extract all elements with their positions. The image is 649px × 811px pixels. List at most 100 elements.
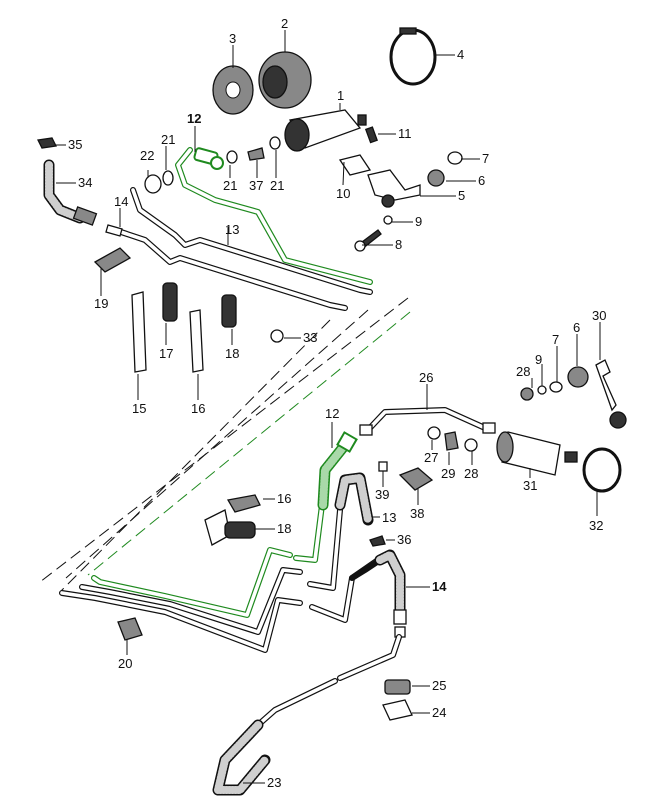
upper-pipes (112, 147, 373, 311)
part-label-28-top[interactable]: 28 (516, 364, 530, 379)
grommet-6-top (567, 366, 589, 388)
hose-34 (37, 137, 98, 226)
nut-28-top (520, 387, 534, 401)
part-label-35[interactable]: 35 (68, 137, 82, 152)
part-label-28-lower[interactable]: 28 (464, 466, 478, 481)
part-label-38[interactable]: 38 (410, 506, 424, 521)
spacer-7 (447, 151, 463, 165)
part-label-20[interactable]: 20 (118, 656, 132, 671)
bracket-5 (367, 169, 421, 201)
part-label-32[interactable]: 32 (589, 518, 603, 533)
grommet-lower (381, 194, 395, 208)
part-label-2[interactable]: 2 (281, 16, 288, 31)
part-label-30[interactable]: 30 (592, 308, 606, 323)
washer-9 (383, 215, 393, 225)
part-label-21-left[interactable]: 21 (161, 132, 175, 147)
clip-18-lower (224, 521, 256, 539)
part-label-17[interactable]: 17 (159, 346, 173, 361)
dashed-connector-3 (59, 319, 331, 593)
part-label-16-lower[interactable]: 16 (277, 491, 291, 506)
spacer-7-top (549, 381, 563, 393)
washer-21c (269, 136, 281, 150)
part-label-5[interactable]: 5 (458, 188, 465, 203)
part-label-26[interactable]: 26 (419, 370, 433, 385)
part-label-31[interactable]: 31 (523, 478, 537, 493)
nut-39 (378, 461, 388, 472)
part-label-12-upper[interactable]: 12 (187, 111, 201, 126)
part-label-13-lower[interactable]: 13 (382, 510, 396, 525)
part-label-37[interactable]: 37 (249, 178, 263, 193)
fuel-line-bundle (39, 297, 411, 653)
part-label-7[interactable]: 7 (482, 151, 489, 166)
dashed-connector-2 (65, 309, 369, 579)
clip-15 (131, 291, 147, 373)
part-label-29[interactable]: 29 (441, 466, 455, 481)
part-label-23[interactable]: 23 (267, 775, 281, 790)
clip-35 (37, 137, 57, 149)
nut-27 (427, 426, 441, 440)
filter-mount-parts (520, 359, 627, 429)
cap-22 (144, 174, 162, 194)
part-label-33[interactable]: 33 (303, 330, 317, 345)
part-label-18-lower[interactable]: 18 (277, 521, 291, 536)
part-label-19[interactable]: 19 (94, 296, 108, 311)
bracket-30 (595, 359, 617, 412)
fuel-pump (284, 109, 367, 152)
pipe-26 (359, 407, 496, 436)
clip-group-lower (204, 494, 261, 546)
dashed-connector-1 (39, 297, 409, 583)
part-label-10[interactable]: 10 (336, 186, 350, 201)
part-label-6-top[interactable]: 6 (573, 320, 580, 335)
part-label-36[interactable]: 36 (397, 532, 411, 547)
part-labels: 1 2 3 4 5 6 7 8 9 10 11 12 13 14 15 16 1… (68, 16, 606, 790)
part-label-9-top[interactable]: 9 (535, 352, 542, 367)
part-2-mount (258, 51, 312, 109)
clip-33 (270, 329, 284, 343)
fitting-37 (247, 147, 265, 161)
clip-20 (117, 617, 143, 641)
screw-11 (364, 126, 378, 144)
clip-24 (382, 699, 413, 721)
fitting-14-upper (105, 224, 123, 237)
hose-12-lower (317, 431, 358, 511)
part-label-34[interactable]: 34 (78, 175, 92, 190)
part-label-13-upper[interactable]: 13 (225, 222, 239, 237)
part-label-6[interactable]: 6 (478, 173, 485, 188)
part-label-21-right[interactable]: 21 (270, 178, 284, 193)
part-label-3[interactable]: 3 (229, 31, 236, 46)
washer-21b (226, 150, 238, 164)
part-label-24[interactable]: 24 (432, 705, 446, 720)
part-label-14-lower[interactable]: 14 (432, 579, 447, 594)
part-label-11[interactable]: 11 (398, 126, 412, 141)
part-label-18-left[interactable]: 18 (225, 346, 239, 361)
clamp-32 (582, 447, 622, 493)
hose-14-lower (349, 549, 407, 638)
clip-29 (444, 431, 459, 451)
part-label-8[interactable]: 8 (395, 237, 402, 252)
part-label-14-upper[interactable]: 14 (114, 194, 128, 209)
bracket-assembly (338, 126, 463, 252)
fuel-pipe-13-upper (130, 187, 373, 295)
washer-21a (162, 170, 174, 186)
part-label-16-left[interactable]: 16 (191, 401, 205, 416)
small-fittings-lower (378, 426, 478, 491)
clip-16 (189, 309, 204, 373)
fuel-filter-31 (496, 431, 578, 476)
hose-23 (212, 634, 402, 796)
part-label-21-mid[interactable]: 21 (223, 178, 237, 193)
part-label-15[interactable]: 15 (132, 401, 146, 416)
part-label-7-top[interactable]: 7 (552, 332, 559, 347)
part-label-25[interactable]: 25 (432, 678, 446, 693)
part-label-39[interactable]: 39 (375, 487, 389, 502)
part-label-9[interactable]: 9 (415, 214, 422, 229)
part-label-1[interactable]: 1 (337, 88, 344, 103)
part-label-12-lower[interactable]: 12 (325, 406, 339, 421)
part-label-22[interactable]: 22 (140, 148, 154, 163)
part-label-27[interactable]: 27 (424, 450, 438, 465)
nut-28 (464, 438, 478, 452)
part-label-4[interactable]: 4 (457, 47, 464, 62)
clip-18 (221, 294, 237, 328)
clip-19 (93, 247, 132, 273)
dashed-connector-highlight (87, 311, 411, 576)
